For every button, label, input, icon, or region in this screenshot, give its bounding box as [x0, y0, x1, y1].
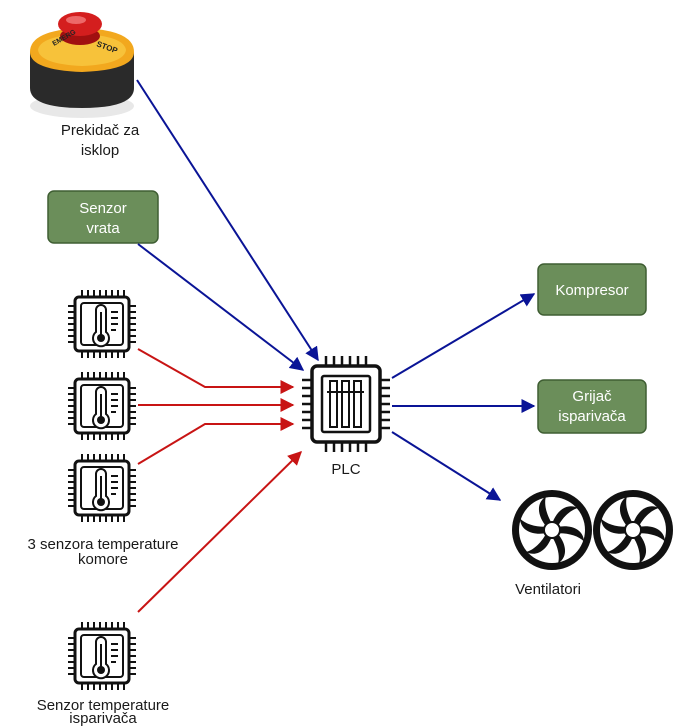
emergency-stop-icon: STOP EMERG: [30, 12, 134, 118]
plc-to-fans-arrow: [391, 431, 502, 501]
heater-box: [537, 379, 647, 434]
evaporator-sensor-label-line2: isparivača: [69, 710, 137, 727]
door-sensor-box: [47, 190, 159, 244]
plc-chip-icon: [302, 356, 390, 452]
evaporator-sensor-label-line1: Senzor temperature: [37, 697, 170, 714]
plc-to-compressor-arrow: [391, 293, 536, 379]
emergency-to-plc-arrow: [136, 79, 319, 362]
plc-label: PLC: [331, 461, 360, 478]
chamber-sensors-label-line2: komore: [78, 551, 128, 568]
fans-label: Ventilatori: [515, 581, 581, 598]
emergency-button-label-line1: Prekidač za: [61, 122, 140, 139]
thermometer-chip-icon: [66, 288, 138, 360]
evaporator-sensor-to-plc-arrow: [137, 451, 302, 613]
heater-label-line1: Grijač: [572, 388, 612, 405]
sensor1-to-plc-arrow: [137, 348, 295, 394]
fan-icon: [592, 489, 674, 571]
compressor-label: Kompresor: [555, 282, 628, 299]
sensor3-to-plc-arrow: [137, 417, 295, 465]
chamber-sensors-label-line1: 3 senzora temperature: [28, 536, 179, 553]
heater-label-line2: isparivača: [558, 408, 626, 425]
door-sensor-line2: vrata: [86, 220, 120, 237]
thermometer-chip-icon: [66, 370, 138, 442]
thermometer-chip-icon: [66, 452, 138, 524]
door-to-plc-arrow: [137, 243, 305, 371]
door-sensor-line1: Senzor: [79, 200, 127, 217]
compressor-box: [537, 263, 647, 316]
fan-icon: [511, 489, 593, 571]
emergency-button-label-line2: isklop: [81, 142, 119, 159]
thermometer-chip-icon: [66, 620, 138, 692]
